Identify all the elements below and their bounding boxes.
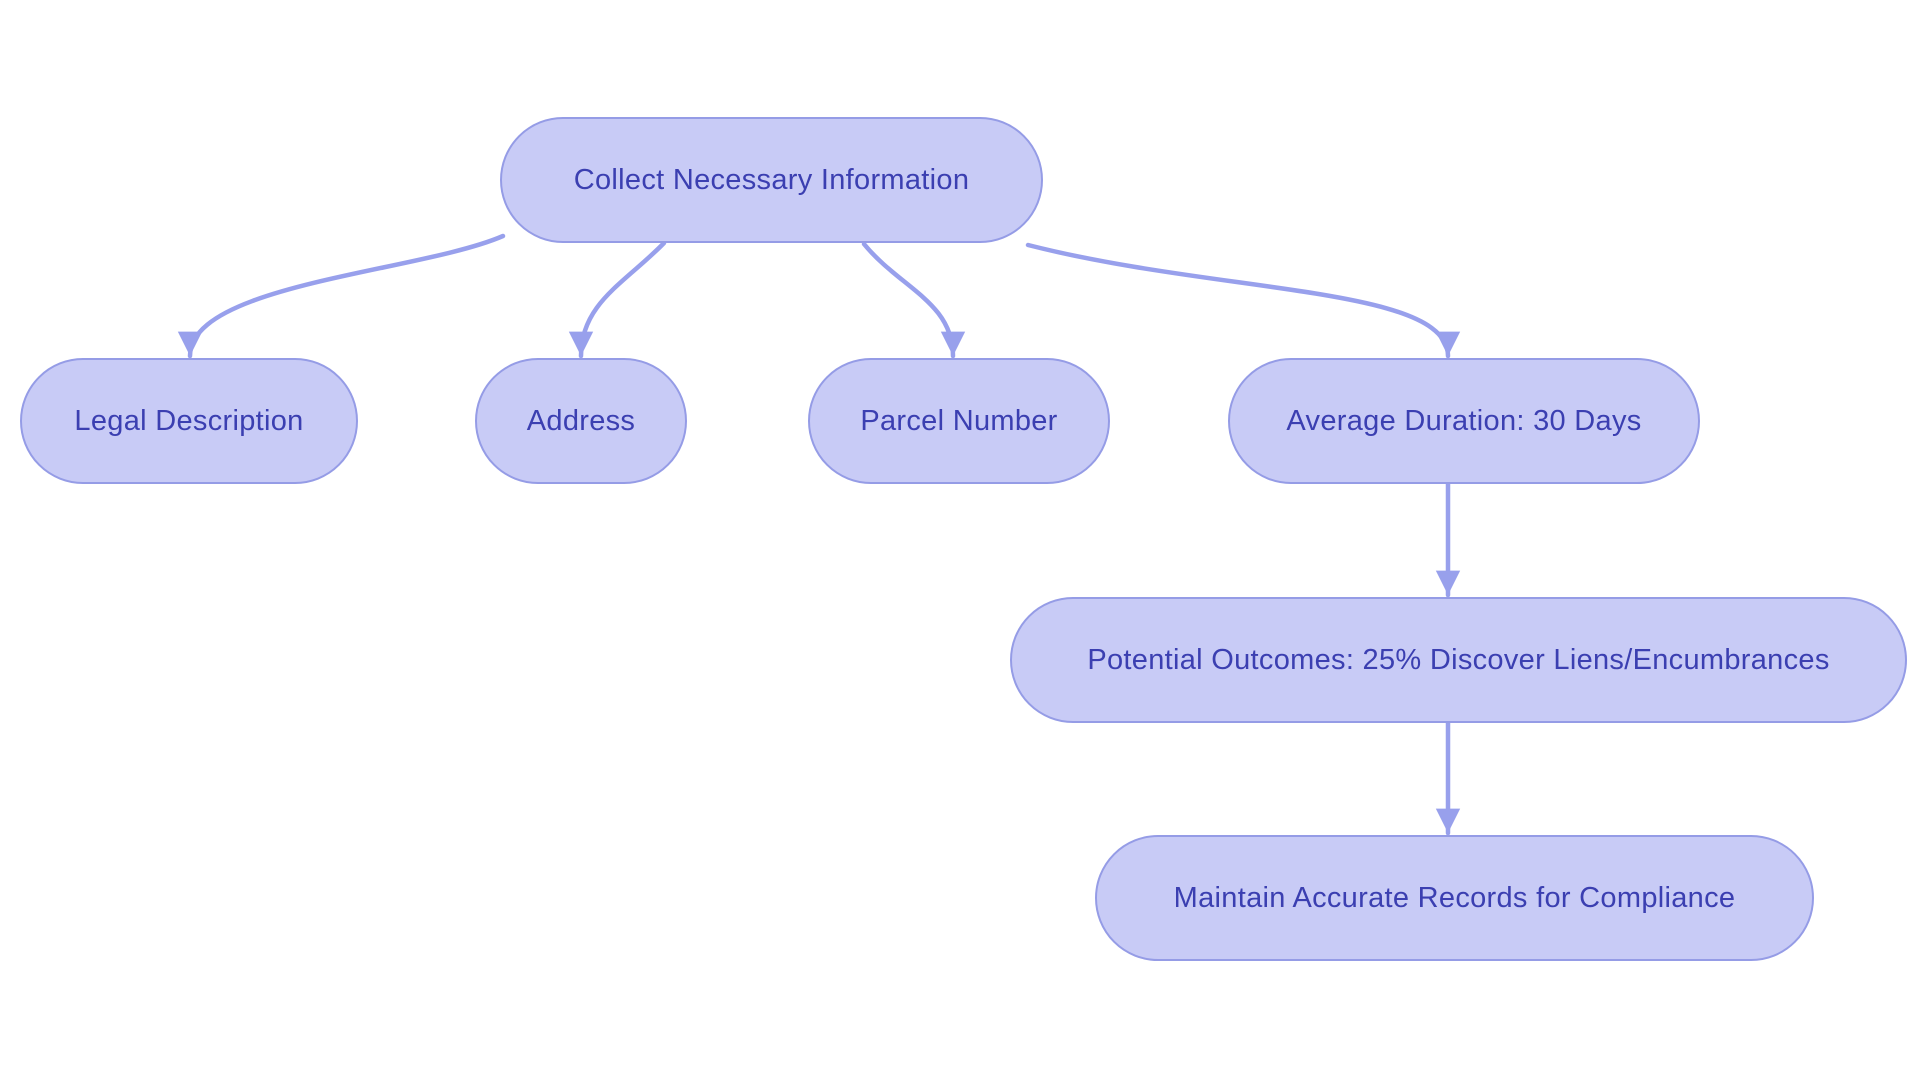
flow-node-label: Parcel Number bbox=[860, 404, 1058, 437]
flow-node-address: Address bbox=[475, 358, 687, 484]
flow-edge-collect-duration bbox=[1025, 242, 1461, 359]
flow-edge-group bbox=[177, 233, 1461, 836]
flow-node-label: Address bbox=[526, 404, 636, 437]
flow-node-label: Potential Outcomes: 25% Discover Liens/E… bbox=[1087, 643, 1830, 676]
flow-edge-collect-parcel bbox=[861, 241, 966, 359]
flow-node-collect: Collect Necessary Information bbox=[500, 117, 1043, 243]
flow-node-label: Legal Description bbox=[74, 404, 304, 437]
flow-node-maintain: Maintain Accurate Records for Compliance bbox=[1095, 835, 1814, 961]
flow-edge-collect-legal bbox=[177, 233, 506, 359]
flow-node-label: Collect Necessary Information bbox=[573, 163, 970, 196]
flow-node-duration: Average Duration: 30 Days bbox=[1228, 358, 1700, 484]
flow-node-legal: Legal Description bbox=[20, 358, 358, 484]
flow-node-label: Average Duration: 30 Days bbox=[1286, 404, 1642, 437]
flow-node-outcomes: Potential Outcomes: 25% Discover Liens/E… bbox=[1010, 597, 1907, 723]
flow-node-label: Maintain Accurate Records for Compliance bbox=[1173, 881, 1736, 914]
flow-edge-collect-address bbox=[568, 240, 667, 359]
flow-node-parcel: Parcel Number bbox=[808, 358, 1110, 484]
